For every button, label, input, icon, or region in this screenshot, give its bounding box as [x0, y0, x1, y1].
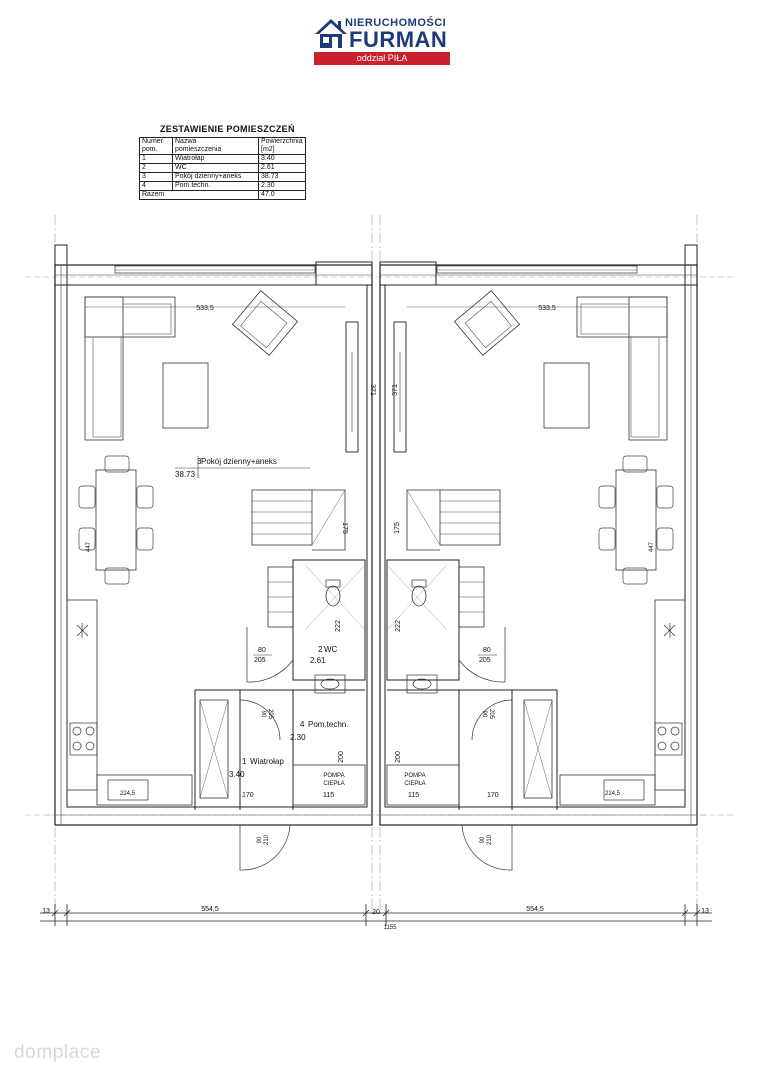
vest-num-left: 1 — [242, 757, 247, 766]
wc-num-left: 2 — [318, 645, 323, 654]
entry-door-w-left: 90 — [257, 836, 263, 843]
dim-175-right: 175 — [394, 522, 401, 534]
dim-371-left: 371 — [369, 384, 376, 396]
tech-door-w-right: 90 — [481, 711, 487, 718]
total-label: Razem — [139, 190, 259, 200]
wc-door-h-right: 205 — [479, 657, 491, 664]
header-name-1: Nazwa — [175, 138, 197, 145]
entry-door-h-left: 210 — [264, 834, 270, 845]
vest-area-left: 3.40 — [229, 770, 245, 779]
dim-222-right: 222 — [395, 620, 402, 632]
sink-dim-left: 224,5 — [120, 791, 136, 797]
pump-line1-left: POMPA — [323, 773, 344, 779]
bottom-dim-middle: 20 — [372, 909, 380, 916]
wc-door-w-left: 80 — [258, 647, 266, 654]
header-name-2: pomieszczenia — [175, 146, 222, 153]
entry-door-w-right: 90 — [480, 836, 486, 843]
agency-logo: NIERUCHOMOŚCI FURMAN oddział PIŁA — [313, 14, 453, 66]
wc-door-h-left: 205 — [254, 657, 266, 664]
dim-115-right: 115 — [408, 792, 419, 799]
room-table-title: ZESTAWIENIE POMIESZCZEŃ — [160, 124, 295, 134]
sink-dim-right: 224,5 — [605, 791, 621, 797]
bottom-dim-edge-left: 13 — [42, 908, 50, 915]
living-area-left: 38.73 — [175, 470, 196, 479]
dim-115-left: 115 — [323, 792, 334, 799]
tech-area-left: 2.30 — [290, 733, 306, 742]
dim-175-left: 175 — [341, 522, 348, 534]
dim-222-left: 222 — [335, 620, 342, 632]
living-num-left: 3 — [197, 457, 202, 466]
wc-name-left: WC — [324, 645, 338, 654]
pump-line1-right: POMPA — [404, 773, 425, 779]
bottom-dim-total: 1155 — [384, 925, 398, 931]
watermark: domplace — [14, 1042, 102, 1063]
bottom-dim-half-right: 554,5 — [526, 906, 544, 913]
bottom-dim-half-left: 554,5 — [201, 906, 219, 913]
dim-200-left: 200 — [338, 751, 345, 763]
header-area-2: [m2] — [261, 146, 275, 153]
logo-top-text: NIERUCHOMOŚCI — [345, 17, 447, 29]
wc-area-left: 2.61 — [310, 656, 326, 665]
header-number-2: pom. — [142, 146, 158, 153]
dim-170-right: 170 — [487, 792, 499, 799]
pump-line2-right: CIEPŁA — [404, 781, 425, 787]
dim-170-left: 170 — [242, 792, 254, 799]
dim-447-left: 447 — [86, 541, 92, 552]
tech-door-h-left: 205 — [267, 709, 273, 720]
table-row: 3 Pokój dzienny+aneks 38.73 — [139, 172, 306, 182]
dim-top-width-left: 533,5 — [196, 305, 214, 312]
entry-door-h-right: 210 — [487, 834, 493, 845]
bottom-dim-edge-right: 13 — [701, 908, 709, 915]
tech-num-left: 4 — [300, 720, 305, 729]
tech-name-left: Pom.techn. — [308, 720, 348, 729]
dim-447-right: 447 — [649, 541, 655, 552]
dim-top-width-right: 533,5 — [538, 305, 556, 312]
header-area-1: Powierzchnia — [261, 138, 303, 145]
table-total-row: Razem 47.0 — [139, 190, 306, 200]
logo-main-text: FURMAN — [349, 27, 448, 52]
pump-line2-left: CIEPŁA — [323, 781, 344, 787]
dim-371-right: 371 — [392, 384, 399, 396]
house-logo-icon — [315, 19, 347, 48]
total-area: 47.0 — [258, 190, 306, 200]
wc-door-w-right: 80 — [483, 647, 491, 654]
dim-200-right: 200 — [395, 751, 402, 763]
living-name-left: Pokój dzienny+aneks — [201, 457, 277, 466]
logo-band-text: oddział PIŁA — [314, 52, 450, 65]
header-number-1: Numer — [142, 138, 164, 145]
tech-door-w-left: 90 — [260, 711, 266, 718]
tech-door-h-right: 205 — [488, 709, 494, 720]
vest-name-left: Wiatrołap — [250, 757, 284, 766]
